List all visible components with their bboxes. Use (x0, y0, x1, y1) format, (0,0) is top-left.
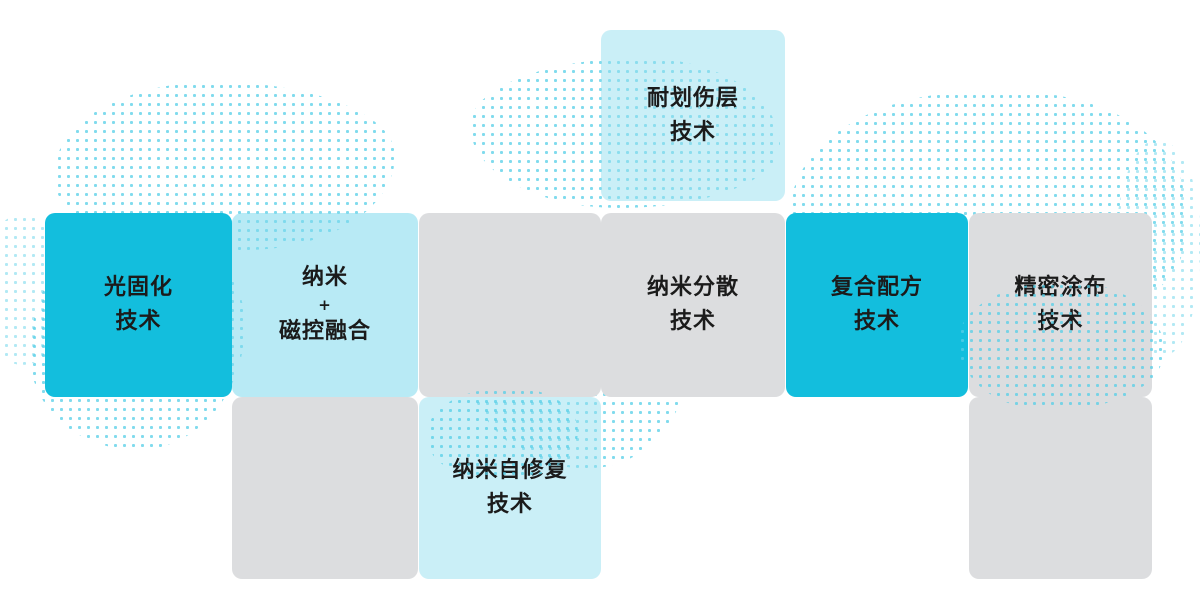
tile-label-line: 纳米分散 (646, 275, 739, 300)
tile-empty-2 (232, 397, 418, 579)
tile-label-line: 技术 (669, 309, 716, 334)
tile-empty-1 (419, 213, 601, 397)
tile-empty-3 (969, 397, 1152, 579)
tile-label-line: 耐划伤层 (646, 85, 739, 111)
tile-label-line: 技术 (115, 309, 162, 334)
tile-label-line: 纳米 (301, 265, 348, 290)
plus-sign: + (318, 296, 332, 314)
tile-label-line: 纳米自修复 (452, 458, 568, 483)
tile-nano-self-repair-technology: 纳米自修复 技术 (419, 397, 601, 579)
tile-label-line: 技术 (1037, 309, 1084, 334)
tile-nano-dispersion-technology: 纳米分散 技术 (601, 213, 785, 397)
tile-label-line: 复合配方 (830, 275, 923, 300)
tile-precision-coating-technology: 精密涂布 技术 (969, 213, 1152, 397)
tile-photocuring-technology: 光固化 技术 (45, 213, 232, 397)
tile-scratch-resistant-layer-technology: 耐划伤层 技术 (601, 30, 785, 201)
tile-label-line: 光固化 (103, 275, 173, 300)
tile-label-line: 技术 (853, 309, 900, 334)
tile-label-line: 技术 (486, 492, 533, 517)
tile-composite-formula-technology: 复合配方 技术 (786, 213, 968, 397)
tile-label-line: 磁控融合 (278, 319, 371, 344)
tile-label-line: 精密涂布 (1014, 275, 1107, 300)
tile-nano-magnetron-fusion: 纳米 + 磁控融合 (232, 213, 418, 397)
tile-label-line: 技术 (669, 119, 716, 145)
